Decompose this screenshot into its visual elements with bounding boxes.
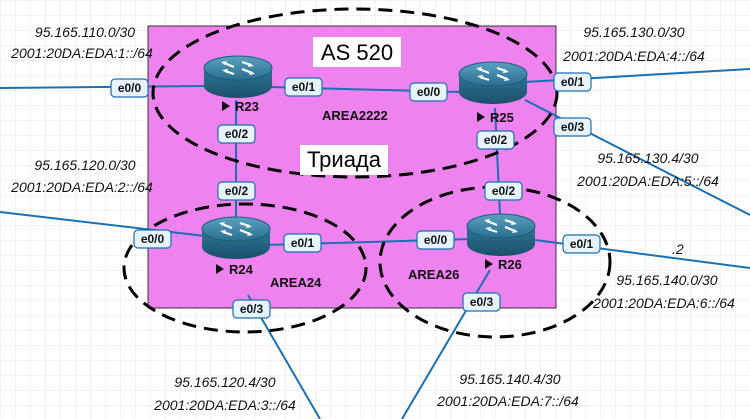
iface-r26-e01[interactable]: e0/1 [562, 234, 601, 254]
svg-text:e0/1: e0/1 [291, 236, 315, 250]
svg-text:2001:20DA:EDA:2::/64: 2001:20DA:EDA:2::/64 [10, 179, 153, 195]
link-r23-e00 [0, 85, 206, 89]
area24-boundary [122, 202, 368, 334]
as-label-box [313, 37, 401, 67]
svg-text:e0/1: e0/1 [292, 80, 316, 94]
host-suffix-label: .2 [672, 241, 684, 257]
iface-r23-e00[interactable]: e0/0 [110, 78, 149, 98]
svg-text:e0/3: e0/3 [561, 120, 585, 134]
router-r23-name: R23 [222, 99, 259, 114]
network-4-label: 95.165.130.0/30 2001:20DA:EDA:4::/64 [562, 24, 705, 64]
area2222-label: AREA2222 [322, 108, 388, 123]
area2222-boundary [151, 7, 559, 179]
svg-text:e0/1: e0/1 [570, 237, 594, 251]
svg-text:e0/2: e0/2 [484, 133, 508, 147]
network-7-label: 95.165.140.4/30 2001:20DA:EDA:7::/64 [436, 371, 579, 409]
router-r26-name: R26 [485, 257, 522, 272]
svg-text:R25: R25 [490, 110, 514, 125]
iface-r24-e01[interactable]: e0/1 [283, 233, 322, 253]
svg-text:2001:20DA:EDA:3::/64: 2001:20DA:EDA:3::/64 [153, 397, 296, 413]
svg-text:R23: R23 [235, 99, 259, 114]
router-r24-icon[interactable] [200, 215, 272, 261]
svg-text:95.165.120.0/30: 95.165.120.0/30 [34, 157, 135, 173]
svg-text:2001:20DA:EDA:4::/64: 2001:20DA:EDA:4::/64 [562, 48, 705, 64]
iface-r26-e00[interactable]: e0/0 [416, 230, 455, 250]
svg-text:2001:20DA:EDA:1::/64: 2001:20DA:EDA:1::/64 [10, 45, 153, 61]
svg-text:95.165.130.4/30: 95.165.130.4/30 [597, 150, 698, 166]
iface-r24-e00[interactable]: e0/0 [133, 229, 172, 249]
svg-text:e0/0: e0/0 [141, 232, 165, 246]
svg-text:2001:20DA:EDA:6::/64: 2001:20DA:EDA:6::/64 [592, 295, 735, 311]
svg-text:R24: R24 [229, 262, 254, 277]
svg-text:e0/3: e0/3 [240, 302, 264, 316]
iface-r24-e03[interactable]: e0/3 [232, 299, 271, 319]
svg-text:95.165.130.0/30: 95.165.130.0/30 [583, 24, 684, 40]
network-1-label: 95.165.110.0/30 2001:20DA:EDA:1::/64 [10, 24, 153, 61]
svg-text:e0/3: e0/3 [470, 295, 494, 309]
iface-r25-e00[interactable]: e0/0 [409, 82, 448, 102]
zone-label-box [300, 145, 388, 175]
network-3-label: 95.165.120.4/30 2001:20DA:EDA:3::/64 [153, 374, 296, 413]
svg-text:e0/0: e0/0 [424, 233, 448, 247]
svg-text:e0/2: e0/2 [225, 127, 249, 141]
network-2-label: 95.165.120.0/30 2001:20DA:EDA:2::/64 [10, 157, 153, 195]
iface-r23-e02[interactable]: e0/2 [217, 124, 256, 144]
svg-text:95.165.140.0/30: 95.165.140.0/30 [616, 272, 717, 288]
as-label: AS 520 [321, 40, 393, 65]
router-r23-icon[interactable] [202, 54, 274, 100]
svg-text:e0/2: e0/2 [225, 184, 249, 198]
svg-text:e0/0: e0/0 [417, 85, 441, 99]
svg-text:R26: R26 [498, 257, 522, 272]
router-r26-icon[interactable] [465, 212, 537, 258]
network-6-label: 95.165.140.0/30 2001:20DA:EDA:6::/64 [592, 272, 735, 311]
iface-r23-e01[interactable]: e0/1 [284, 77, 323, 97]
svg-text:2001:20DA:EDA:7::/64: 2001:20DA:EDA:7::/64 [436, 393, 579, 409]
svg-text:e0/2: e0/2 [492, 184, 516, 198]
svg-text:e0/0: e0/0 [118, 81, 142, 95]
iface-r25-e02[interactable]: e0/2 [476, 130, 515, 150]
router-r25-name: R25 [477, 110, 514, 125]
svg-text:95.165.120.4/30: 95.165.120.4/30 [174, 374, 275, 390]
svg-text:95.165.110.0/30: 95.165.110.0/30 [35, 24, 135, 40]
router-r25-icon[interactable] [457, 60, 529, 106]
iface-r26-e03[interactable]: e0/3 [462, 292, 501, 312]
svg-text:95.165.140.4/30: 95.165.140.4/30 [459, 371, 560, 387]
iface-r24-e02[interactable]: e0/2 [217, 181, 256, 201]
svg-text:2001:20DA:EDA:5::/64: 2001:20DA:EDA:5::/64 [576, 173, 719, 189]
network-5-label: 95.165.130.4/30 2001:20DA:EDA:5::/64 [576, 150, 719, 189]
area24-label: AREA24 [270, 275, 322, 290]
iface-r25-e03[interactable]: e0/3 [553, 117, 592, 137]
area26-label: AREA26 [408, 267, 459, 282]
iface-r25-e01[interactable]: e0/1 [553, 72, 592, 92]
zone-label: Триада [307, 147, 382, 172]
router-r24-name: R24 [216, 262, 254, 277]
iface-r26-e02[interactable]: e0/2 [484, 181, 523, 201]
svg-text:e0/1: e0/1 [561, 75, 585, 89]
